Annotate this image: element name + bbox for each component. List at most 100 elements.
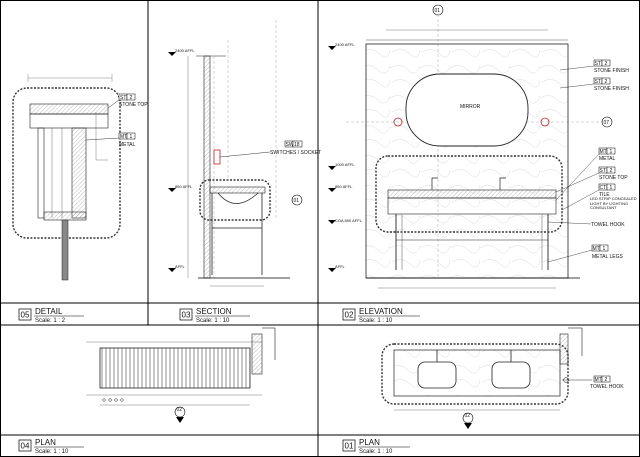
svg-text:02: 02 [177,407,183,413]
svg-text:CT: CT [600,185,607,191]
svg-text:Scale: 1 : 10: Scale: 1 : 10 [35,449,69,455]
svg-text:04: 04 [21,442,30,451]
svg-text:2: 2 [605,377,608,383]
svg-text:STONE FINISH: STONE FINISH [594,86,629,92]
svg-text:02: 02 [345,311,354,320]
section-level-counter: 850 AFFL [168,184,193,192]
grid-marker-side: 07 [601,116,613,128]
svg-text:METAL: METAL [599,156,616,162]
elev-tag-1: ST 2 STONE FINISH [593,77,629,92]
titleblock-02: 02 ELEVATION Scale: 1 : 10 [342,307,420,324]
view-section-03: 2400 AFFL 850 AFFL AFFL SW 18 SWITCHES /… [168,20,321,287]
plan01-cloud [381,343,569,405]
svg-text:850 AFFL: 850 AFFL [335,184,353,189]
svg-text:MT: MT [593,246,600,252]
svg-text:850 AFFL: 850 AFFL [175,184,193,189]
svg-text:COA 850 AFFL: COA 850 AFFL [335,218,363,223]
svg-text:METAL: METAL [119,142,136,148]
svg-text:SW: SW [286,142,294,148]
elev-tag-5-led-note: LED STRIP CONCEALED LIGHT BY LIGHTING CO… [590,197,637,211]
section-level-top: 2400 AFFL [168,48,195,56]
svg-text:2: 2 [605,79,608,85]
svg-text:MT: MT [600,149,607,155]
basin-left [417,361,457,389]
svg-text:01: 01 [435,8,441,14]
titleblock-05: 05 DETAIL Scale: 1 : 2 [18,307,84,324]
svg-text:03: 03 [182,311,191,320]
svg-text:Scale: 1 : 10: Scale: 1 : 10 [359,318,393,324]
plan01-hook-tag: MT 2 TOWEL HOOK [562,375,624,390]
svg-text:STONE FINISH: STONE FINISH [594,68,629,74]
view-detail-05: ST 2 STONE TOP MT 1 METAL [12,74,148,281]
titleblock-04: 04 PLAN Scale: 1 : 10 [18,438,84,455]
plan01-marker: 02 [462,412,474,429]
svg-text:1: 1 [610,185,613,191]
view-elevation-02: 01 07 MIRROR 2400 AFFL 1000 AFFL [328,4,637,289]
svg-text:Scale: 1 : 2: Scale: 1 : 2 [35,318,66,324]
svg-text:MT: MT [120,134,127,140]
elev-level-top: 2400 AFFL [328,42,355,50]
svg-text:PLAN: PLAN [359,438,380,447]
svg-text:ST: ST [595,61,601,67]
svg-text:2: 2 [605,61,608,67]
svg-text:2: 2 [610,168,613,174]
svg-text:07: 07 [604,120,610,126]
svg-text:STONE TOP: STONE TOP [599,175,628,181]
section-marker: 01 [291,194,303,206]
view-plan-01: MT 2 TOWEL HOOK 02 [381,327,624,429]
svg-text:1: 1 [603,246,606,252]
svg-text:2: 2 [130,95,133,101]
svg-text:1000 AFFL: 1000 AFFL [335,162,355,167]
elev-tag-0: ST 2 STONE FINISH [593,59,629,74]
svg-text:TILE: TILE [599,192,610,198]
section-level-floor: AFFL [168,264,186,272]
svg-text:MT: MT [595,377,602,383]
plan04-cabinet [99,347,251,389]
svg-text:Scale: 1 : 10: Scale: 1 : 10 [359,449,393,455]
svg-text:05: 05 [21,311,30,320]
elev-level-upper: 1000 AFFL [328,162,355,170]
tag-metal: MT 1 METAL [85,132,136,148]
svg-text:2400 AFFL: 2400 AFFL [335,42,355,47]
svg-text:MIRROR: MIRROR [460,104,481,110]
svg-text:2400 AFFL: 2400 AFFL [175,48,195,53]
titleblock-01: 01 PLAN Scale: 1 : 10 [342,438,410,455]
basin-right [491,361,531,389]
elev-level-tile: COA 850 AFFL [328,218,363,224]
svg-text:01: 01 [345,442,354,451]
svg-text:AFFL: AFFL [335,264,346,269]
svg-text:18: 18 [294,142,300,148]
svg-text:ST: ST [600,168,606,174]
svg-text:SWITCHES / SOCKET: SWITCHES / SOCKET [270,150,321,156]
elev-tag-7: MT 1 METAL LEGS [591,244,624,260]
svg-text:DETAIL: DETAIL [35,307,63,316]
svg-text:01: 01 [294,198,300,204]
elev-tag-4: CT 1 TILE [598,183,616,198]
svg-text:1: 1 [130,134,133,140]
vanity-cloud [375,155,563,233]
mirror [405,73,529,147]
svg-text:TOWEL HOOK: TOWEL HOOK [590,384,624,390]
tag-stone-top: ST 2 STONE TOP [107,93,148,109]
grid-marker-top: 01 [432,4,444,16]
tag-switches: SW 18 SWITCHES / SOCKET [219,140,321,158]
titleblock-03: 03 SECTION Scale: 1 : 10 [179,307,250,324]
svg-text:ST: ST [595,79,601,85]
svg-text:Scale: 1 : 10: Scale: 1 : 10 [196,318,230,324]
svg-text:02: 02 [465,413,471,419]
svg-text:METAL LEGS: METAL LEGS [592,254,624,260]
elev-tag-3: ST 2 STONE TOP [598,166,628,181]
svg-text:STONE TOP: STONE TOP [119,102,148,108]
section-cloud [199,179,271,221]
svg-text:AFFL: AFFL [175,264,186,269]
svg-text:ST: ST [120,95,126,101]
elev-level-counter: 850 AFFL [328,184,353,192]
svg-text:SECTION: SECTION [196,307,232,316]
section-wall [203,55,211,279]
svg-text:1: 1 [610,149,613,155]
plan04-marker: 02 [174,406,186,423]
view-plan-04: 02 [86,327,276,423]
svg-text:ELEVATION: ELEVATION [359,307,403,316]
svg-text:TOWEL HOOK: TOWEL HOOK [591,222,625,228]
